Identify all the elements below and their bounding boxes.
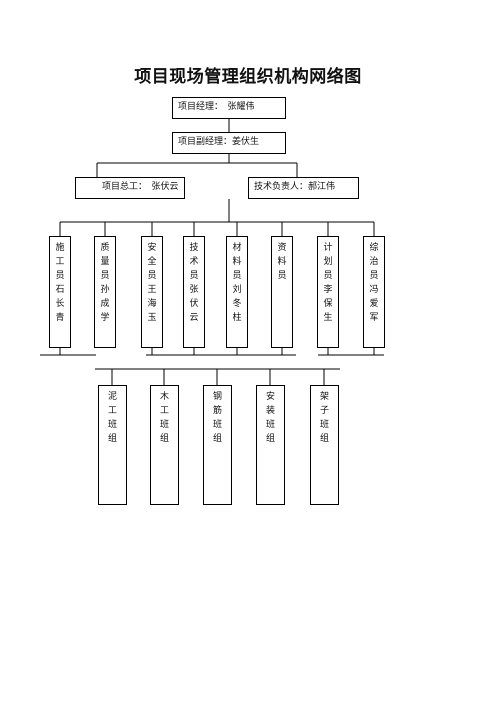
- chief-engineer-label: 项目总工： 张伏云: [102, 182, 179, 192]
- page-title: 项目现场管理组织机构网络图: [134, 67, 362, 87]
- staff-box: 质量员孙成学: [94, 236, 116, 348]
- staff-box: 资料员: [271, 236, 293, 348]
- team-box: 架子班组: [310, 385, 339, 505]
- tech-lead-label: 技术负责人：郝江伟: [254, 182, 336, 192]
- staff-box: 材料员刘冬柱: [226, 236, 248, 348]
- deputy-manager-box: 项目副经理：姜伏生: [172, 132, 286, 154]
- team-box: 泥工班组: [98, 385, 127, 505]
- staff-box: 计划员李保生: [317, 236, 339, 348]
- manager-label: 项目经理： 张耀伟: [178, 102, 255, 112]
- staff-box: 安全员王海玉: [141, 236, 163, 348]
- staff-box: 技术员张伏云: [183, 236, 205, 348]
- deputy-manager-label: 项目副经理：姜伏生: [178, 137, 260, 147]
- manager-box: 项目经理： 张耀伟: [172, 97, 286, 119]
- staff-box: 施工员石长青: [49, 236, 71, 348]
- staff-box: 综治员冯爱军: [363, 236, 385, 348]
- chief-engineer-box: 项目总工： 张伏云: [75, 177, 185, 199]
- team-box: 钢筋班组: [203, 385, 232, 505]
- tech-lead-box: 技术负责人：郝江伟: [248, 177, 359, 199]
- team-box: 安装班组: [256, 385, 285, 505]
- team-box: 木工班组: [150, 385, 179, 505]
